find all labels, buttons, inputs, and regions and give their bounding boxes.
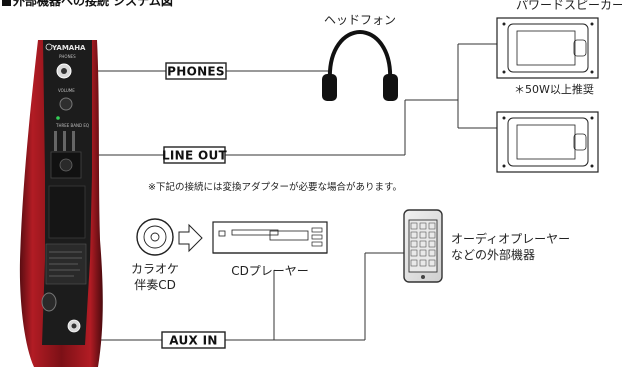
panel-label-volume: VOLUME <box>58 88 75 93</box>
cd-player-icon <box>212 221 328 254</box>
brand-logo: YAMAHA <box>51 44 86 52</box>
headphones-icon <box>322 29 398 101</box>
adapter-note: ※下記の接続には変換アダプターが必要な場合があります。 <box>148 181 402 193</box>
port-label-phones: PHONES <box>167 65 225 79</box>
connection-wires <box>66 43 497 341</box>
speaker-icon-upper <box>496 17 599 79</box>
karaoke-cd-label-line1: カラオケ <box>131 262 179 276</box>
panel-label-phones: PHONES <box>59 54 76 59</box>
port-phones: PHONES <box>165 62 227 80</box>
karaoke-cd-label-line2: 伴奏CD <box>134 278 176 292</box>
audio-player-icon <box>403 209 443 283</box>
audio-player-label-line1: オーディオプレーヤー <box>451 231 570 246</box>
cd-player-label: CDプレーヤー <box>231 264 309 278</box>
port-aux-in: AUX IN <box>161 331 226 349</box>
audio-player-label-line2: などの外部機器 <box>451 247 535 262</box>
volume-knob <box>59 97 73 111</box>
port-label-line-out: LINE OUT <box>162 149 228 163</box>
speaker-power-note: ＊50W以上推奨 <box>514 82 594 96</box>
cd-disc-icon <box>136 218 174 256</box>
powered-speaker-label: パワードスピーカー <box>516 0 622 12</box>
page-title: 外部機器への接続 システム図 <box>13 0 173 8</box>
headphones-label: ヘッドフォン <box>324 13 396 27</box>
port-label-aux-in: AUX IN <box>169 334 217 348</box>
title-block: 外部機器への接続 システム図 <box>2 0 173 8</box>
panel-label-eq: THREE BAND EQ <box>55 123 89 128</box>
port-line-out: LINE OUT <box>162 146 228 164</box>
insert-arrow-icon <box>178 223 203 253</box>
instrument-body: YAMAHA PHONES VOLUME THREE BAND EQ <box>19 40 103 367</box>
speaker-icon-lower <box>496 111 599 173</box>
